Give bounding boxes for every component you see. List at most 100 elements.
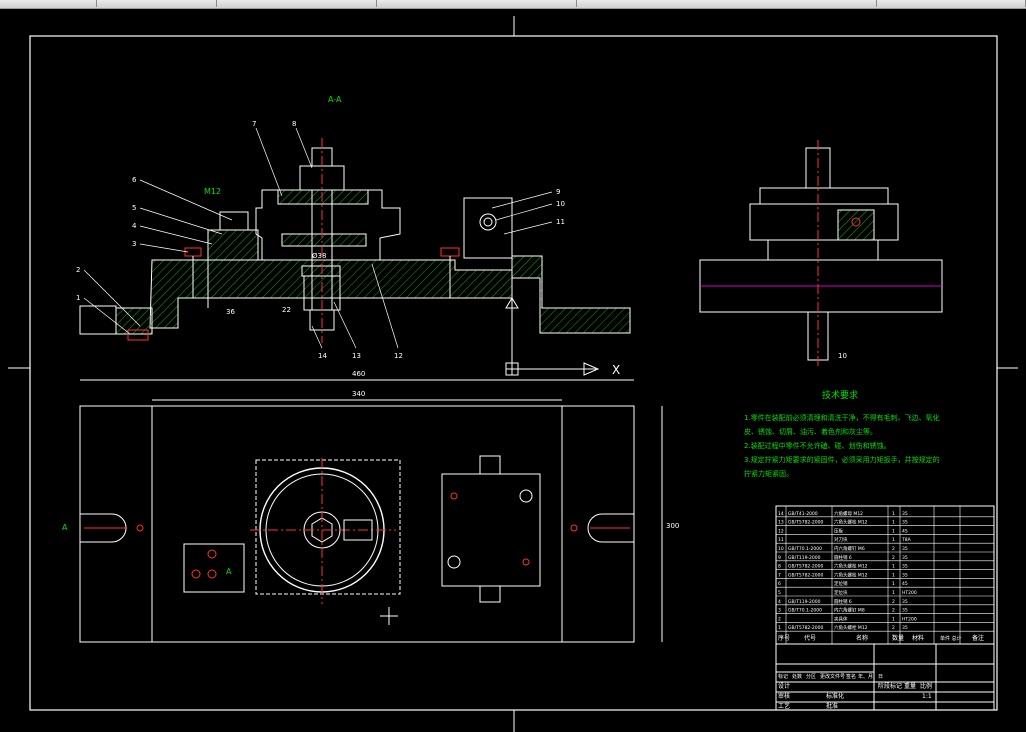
- parts-cell-name: 圆柱销 6: [834, 598, 852, 605]
- parts-cell-no: 1: [778, 625, 781, 631]
- parts-cell-qty: 2: [892, 608, 895, 614]
- dim-overall: 460: [352, 370, 365, 378]
- tb-review: 审核: [778, 692, 790, 700]
- title-block: 标记 处数 分区 更改文件号 签名 年、月、日 设计 审核 工艺 标准化 批准 …: [775, 643, 995, 711]
- side-locating-block: [837, 209, 875, 241]
- callout-7: 7: [252, 120, 256, 128]
- parts-header-code: 代号: [804, 634, 816, 642]
- toolbar-segment[interactable]: [0, 0, 97, 7]
- screw-head-right: [440, 247, 460, 257]
- side-dim: 10: [838, 352, 847, 360]
- tb-weight: 重量: [904, 682, 916, 690]
- parts-cell-mat: 35: [902, 564, 908, 570]
- ucs-icon: X: [505, 362, 620, 377]
- title-block-frame: [775, 643, 995, 711]
- dim-inner: 340: [352, 390, 365, 398]
- parts-cell-qty: 1: [892, 564, 895, 570]
- parts-cell-no: 8: [778, 564, 781, 570]
- callout-11: 11: [556, 218, 565, 226]
- section-mark-left: A: [62, 523, 68, 532]
- central-hex: [311, 517, 333, 543]
- parts-cell-name: 六角头螺栓 M12: [834, 571, 868, 578]
- clamp-bottom-section: [281, 233, 367, 247]
- dim-right-side: M12: [204, 187, 221, 196]
- setting-block-screw: [479, 213, 497, 231]
- parts-cell-name: 对刀块: [834, 536, 848, 543]
- callout-4: 4: [132, 222, 137, 230]
- parts-cell-code: GB/T70.1-2000: [788, 608, 822, 614]
- hole-right: [570, 524, 578, 532]
- setting-hole-1: [450, 492, 458, 500]
- tech-req-line-1: 1.零件在装配前必须清理和清洗干净，不得有毛刺、飞边、氧化: [744, 413, 940, 422]
- callout-2: 2: [76, 266, 80, 274]
- cad-drawing-canvas[interactable]: A-A: [0, 8, 1026, 732]
- parts-cell-code: GB/T5782-2000: [788, 625, 824, 631]
- parts-cell-name: 六角头螺栓 M12: [834, 624, 868, 631]
- toolbar-segment[interactable]: [576, 0, 877, 7]
- parts-cell-name: 内六角螺钉 M6: [834, 545, 865, 552]
- parts-header-mat: 材料: [912, 634, 924, 642]
- toolbar-segment[interactable]: [376, 0, 577, 7]
- parts-cell-no: 4: [778, 599, 781, 605]
- parts-cell-code: GB/T5782-2000: [788, 572, 824, 578]
- parts-cell-qty: 1: [892, 572, 895, 578]
- parts-cell-no: 3: [778, 608, 781, 614]
- parts-cell-mat: 35: [902, 546, 908, 552]
- parts-cell-name: 内六角螺钉 M8: [834, 607, 865, 614]
- cursor-crosshair: [380, 607, 398, 625]
- parts-cell-no: 5: [778, 590, 781, 596]
- side-clamp-top: [759, 187, 889, 205]
- parts-cell-no: 7: [778, 572, 781, 578]
- tb-design: 设计: [778, 682, 790, 690]
- fixture-body-section: [149, 255, 631, 334]
- parts-cell-code: GB/T5782-2000: [788, 564, 824, 570]
- tb-approve: 批准: [826, 702, 838, 710]
- parts-cell-code: GB/T5782-2000: [788, 520, 824, 526]
- toolbar-segment[interactable]: [96, 0, 217, 7]
- tb-change-doc: 更改文件号: [820, 673, 845, 680]
- plan-outline: [79, 405, 635, 643]
- tb-zone: 分区: [806, 673, 816, 680]
- leader-lines: [83, 127, 553, 349]
- parts-cell-mat: 35: [902, 520, 908, 526]
- parts-cell-mat: 35: [902, 511, 908, 517]
- parts-cell-mat: HT200: [902, 616, 917, 622]
- side-clamp-lower: [767, 239, 879, 261]
- workpiece-envelope: [255, 459, 401, 595]
- toolbar-segment[interactable]: [876, 0, 1026, 7]
- section-view-a-a: A-A: [76, 95, 631, 368]
- toolbar-segment[interactable]: [216, 0, 377, 7]
- parts-cell-name: 六角螺母 M12: [834, 510, 863, 517]
- setting-block: [463, 197, 513, 259]
- parts-cell-mat: 35: [902, 555, 908, 561]
- setting-hole-2: [519, 489, 533, 503]
- parts-cell-no: 13: [778, 520, 784, 526]
- parts-cell-name: 定位块: [834, 589, 848, 596]
- side-view: 10: [699, 140, 943, 368]
- tb-scale-label: 比例: [920, 682, 932, 690]
- tech-req-title: 技术要求: [822, 389, 858, 401]
- parts-cell-qty: 1: [892, 537, 895, 543]
- parts-header-qty: 数量: [892, 634, 904, 642]
- clamp-plate: [255, 189, 401, 261]
- parts-header-weight: 单件 总计: [940, 635, 962, 642]
- locating-hole-2: [207, 549, 217, 559]
- parts-cell-qty: 1: [892, 520, 895, 526]
- dim-height: 300: [666, 522, 679, 530]
- parts-cell-no: 11: [778, 537, 784, 543]
- parts-header-remark: 备注: [972, 634, 984, 642]
- parts-cell-qty: 2: [892, 625, 895, 631]
- parts-cell-mat: T8A: [901, 537, 912, 543]
- locating-pin: [219, 211, 249, 231]
- dim-left-small: 36: [226, 308, 235, 316]
- tech-req-line-5: 拧紧力矩紧固。: [744, 469, 793, 478]
- parts-cell-name: 六角头螺栓 M12: [834, 519, 868, 526]
- parts-cell-no: 12: [778, 528, 784, 534]
- parts-cell-no: 10: [778, 546, 784, 552]
- technical-requirements: 技术要求 1.零件在装配前必须清理和清洗干净，不得有毛刺、飞边、氧化 皮、锈蚀、…: [744, 389, 940, 478]
- locating-hole-3: [207, 569, 217, 579]
- parts-cell-qty: 2: [892, 546, 895, 552]
- parts-header-name: 名称: [856, 634, 868, 642]
- parts-cell-no: 9: [778, 555, 781, 561]
